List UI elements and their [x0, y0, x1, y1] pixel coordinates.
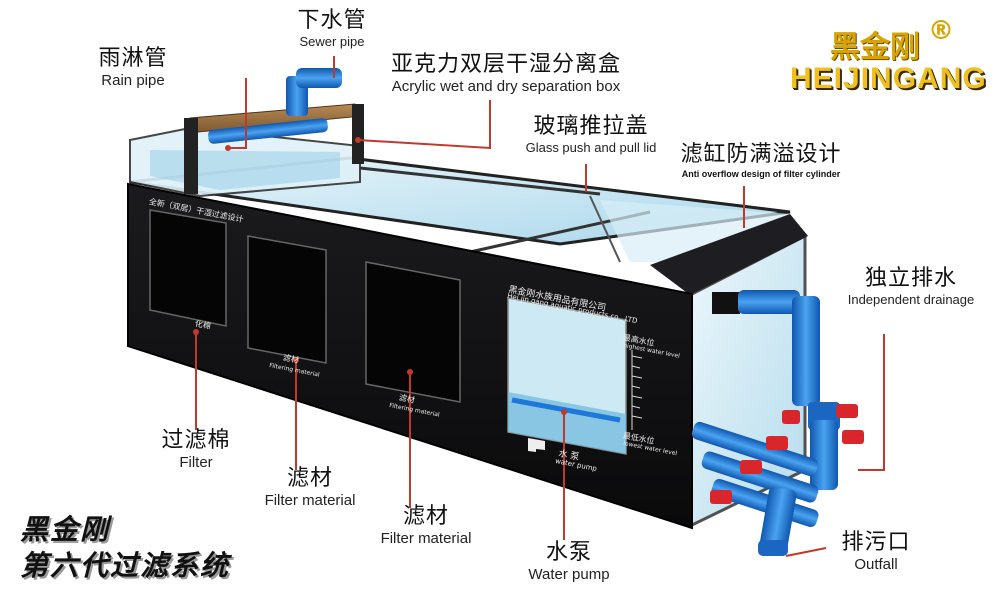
glass-lid-en: Glass push and pull lid — [525, 140, 657, 155]
anti-overflow-zh: 滤缸防满溢设计 — [680, 142, 842, 167]
brand-name-zh: 黑金刚 — [830, 30, 920, 65]
callout-outfall: 排污口 Outfall — [826, 530, 926, 574]
acrylic-box-zh: 亚克力双层干湿分离盒 — [390, 52, 621, 77]
callout-filter-material-1: 滤材 Filter material — [250, 466, 370, 510]
water-pump-en: Water pump — [528, 566, 610, 583]
outfall-zh: 排污口 — [841, 530, 911, 555]
callout-filter-material-2: 滤材 Filter material — [366, 504, 486, 548]
filter-en: Filter — [179, 454, 213, 471]
drainage-en: Independent drainage — [847, 292, 975, 307]
rain-pipe-zh: 雨淋管 — [98, 46, 168, 71]
callout-independent-drainage: 独立排水 Independent drainage — [836, 266, 986, 308]
sewer-pipe-zh: 下水管 — [297, 8, 367, 33]
callout-rain-pipe: 雨淋管 Rain pipe — [78, 46, 188, 90]
brand-name-en: HEIJINGANG — [790, 62, 987, 95]
water-pump-zh: 水泵 — [545, 540, 592, 565]
filter-material-2-en: Filter material — [380, 530, 472, 547]
anti-overflow-en: Anti overflow design of filter cylinder — [681, 169, 841, 179]
glass-lid-zh: 玻璃推拉盖 — [533, 114, 649, 139]
slogan-line-2: 第六代过滤系统 — [20, 549, 231, 582]
drainage-zh: 独立排水 — [864, 266, 957, 291]
callout-water-pump: 水泵 Water pump — [514, 540, 624, 584]
filter-material-2-zh: 滤材 — [402, 504, 449, 529]
rain-pipe-en: Rain pipe — [101, 72, 165, 89]
slogan-line-1: 黑金刚 — [20, 513, 111, 546]
outfall-en: Outfall — [854, 556, 898, 573]
callout-acrylic-box: 亚克力双层干湿分离盒 Acrylic wet and dry separatio… — [366, 52, 646, 96]
callout-sewer-pipe: 下水管 Sewer pipe — [282, 8, 382, 50]
callout-glass-lid: 玻璃推拉盖 Glass push and pull lid — [516, 114, 666, 156]
callout-anti-overflow: 滤缸防满溢设计 Anti overflow design of filter c… — [666, 142, 856, 180]
registered-mark: ® — [928, 16, 954, 46]
callout-filter: 过滤棉 Filter — [146, 428, 246, 472]
filter-material-1-en: Filter material — [264, 492, 356, 509]
filter-material-1-zh: 滤材 — [286, 466, 333, 491]
sewer-pipe-en: Sewer pipe — [299, 34, 365, 49]
acrylic-box-en: Acrylic wet and dry separation box — [391, 78, 621, 95]
filter-zh: 过滤棉 — [161, 428, 231, 453]
